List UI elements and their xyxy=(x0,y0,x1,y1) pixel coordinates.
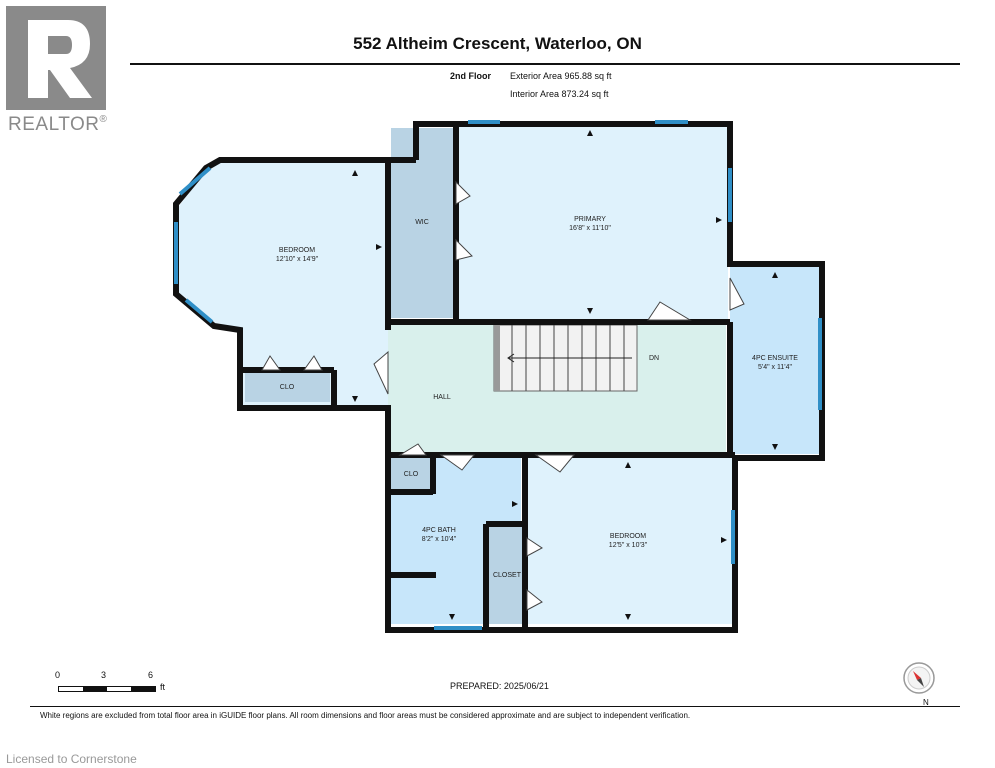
ensuite-fill xyxy=(730,266,822,454)
license-watermark: Licensed to Cornerstone xyxy=(6,752,137,766)
windows xyxy=(174,120,822,630)
doors xyxy=(261,180,745,611)
clo-left-fill xyxy=(245,370,330,402)
exterior-area: Exterior Area 965.88 sq ft xyxy=(510,71,612,81)
scale-label-0: 0 xyxy=(55,670,61,680)
primary-label: PRIMARY xyxy=(574,216,606,223)
compass-icon: N xyxy=(899,661,939,711)
primary-fill xyxy=(456,124,728,320)
bedroom-bottom-label: BEDROOM xyxy=(610,533,646,540)
scale-label-6: 6 xyxy=(148,670,154,680)
wic-label: WIC xyxy=(415,219,429,226)
realtor-wordmark: REALTOR® xyxy=(8,114,108,135)
realtor-r-icon xyxy=(6,6,106,110)
hall-label: HALL xyxy=(433,394,451,401)
bedroom-bottom-dims: 12'5" x 10'3" xyxy=(609,542,648,549)
bedroom-left-dims: 12'10" x 14'9" xyxy=(276,256,319,263)
interior-area: Interior Area 873.24 sq ft xyxy=(510,89,609,99)
clo-left-label: CLO xyxy=(280,384,295,391)
stairs xyxy=(493,324,638,392)
page-title: 552 Altheim Crescent, Waterloo, ON xyxy=(353,34,642,53)
scale-unit: ft xyxy=(160,682,166,692)
disclaimer: White regions are excluded from total fl… xyxy=(40,711,691,720)
floor-name: 2nd Floor xyxy=(450,71,491,81)
prepared-date: PREPARED: 2025/06/21 xyxy=(450,681,549,691)
realtor-logo: REALTOR® xyxy=(6,6,116,136)
primary-dims: 16'8" x 11'10" xyxy=(569,225,611,232)
ensuite-label: 4PC ENSUITE xyxy=(752,355,798,362)
walls xyxy=(173,121,825,633)
title-divider xyxy=(130,63,960,65)
bedroom-left-label: BEDROOM xyxy=(279,247,315,254)
scale-label-3: 3 xyxy=(101,670,107,680)
disclaimer-divider xyxy=(30,706,960,707)
clo-small-fill-2 xyxy=(391,456,431,490)
compass-label: N xyxy=(923,698,929,707)
closet-fill xyxy=(489,526,525,624)
stairs-label: DN xyxy=(649,355,659,362)
scale-bar xyxy=(58,686,156,692)
bath-label: 4PC BATH xyxy=(422,527,456,534)
bedroom-bottom-fill xyxy=(527,456,733,624)
clo-small-label: CLO xyxy=(404,471,419,478)
dimension-arrows xyxy=(352,130,778,620)
closet-label: CLOSET xyxy=(493,572,522,579)
bedroom-left-fill xyxy=(176,162,388,408)
ensuite-dims: 5'4" x 11'4" xyxy=(758,364,792,371)
bath-dims: 8'2" x 10'4" xyxy=(422,536,457,543)
